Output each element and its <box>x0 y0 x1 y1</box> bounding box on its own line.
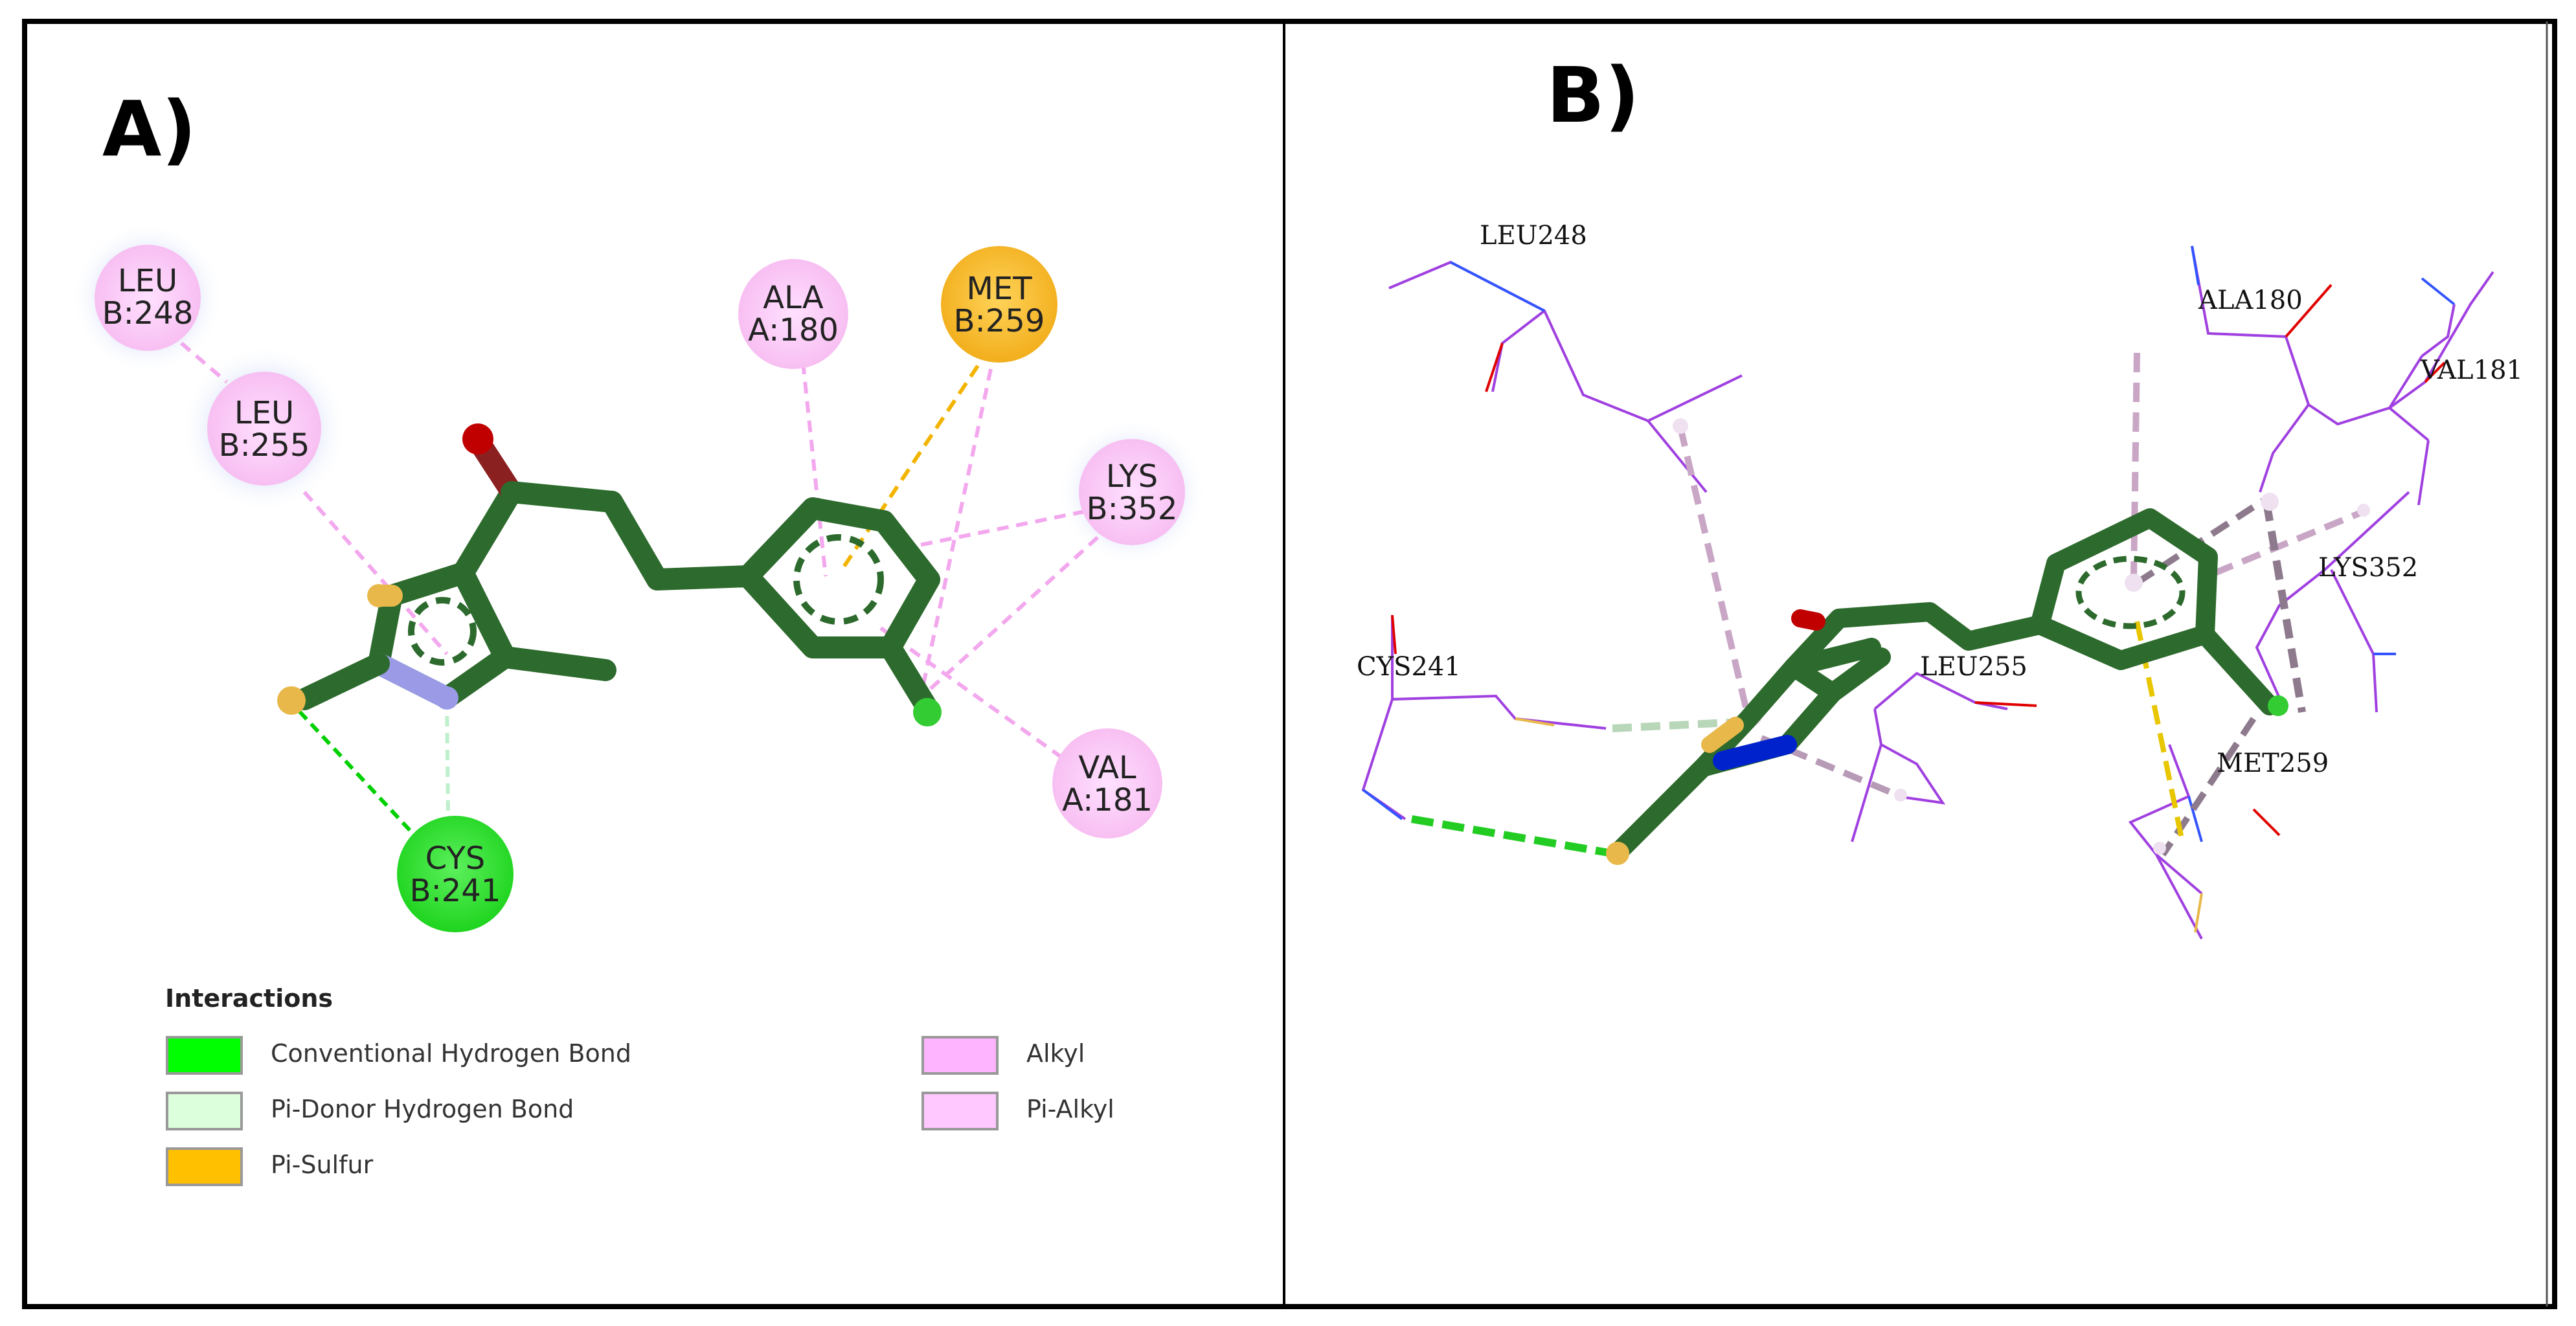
svg-text:Conventional Hydrogen Bond: Conventional Hydrogen Bond <box>271 1039 631 1068</box>
legend-item-pi-alkyl: Pi-Alkyl <box>921 1092 1114 1130</box>
svg-text:B:248: B:248 <box>102 295 194 332</box>
alkyl-met259 <box>918 368 993 703</box>
svg-text:Pi-Donor Hydrogen Bond: Pi-Donor Hydrogen Bond <box>271 1095 574 1123</box>
label-leu248: LEU248 <box>1480 221 1587 251</box>
residue-wireframes <box>1361 245 2494 939</box>
residue-leu255: LEU B:255 <box>207 372 321 486</box>
svg-text:LYS: LYS <box>1106 458 1158 495</box>
label-lys352: LYS352 <box>2318 553 2418 583</box>
svg-text:Pi-Sulfur: Pi-Sulfur <box>271 1151 374 1179</box>
svg-text:B:259: B:259 <box>954 303 1045 339</box>
interaction-lines <box>180 341 1100 837</box>
residue-lys352: LYS B:352 <box>1079 439 1185 545</box>
ligand-3d-chlorine <box>2268 695 2288 716</box>
panel-b: B) <box>1357 51 2523 939</box>
legend: Interactions Conventional Hydrogen Bond … <box>165 984 1114 1186</box>
label-met259: MET259 <box>2217 748 2329 778</box>
interaction-lines-3d <box>1410 352 2365 857</box>
label-val181: VAL181 <box>2420 355 2523 385</box>
legend-item-pi-sulfur: Pi-Sulfur <box>166 1147 374 1186</box>
residue-cys241: CYS B:241 <box>397 816 514 932</box>
svg-text:MET: MET <box>966 271 1032 307</box>
svg-text:B:255: B:255 <box>219 427 310 464</box>
legend-title: Interactions <box>165 984 333 1013</box>
label-leu255: LEU255 <box>1920 652 2028 682</box>
svg-text:B:241: B:241 <box>410 873 501 909</box>
residue-val181: VAL A:181 <box>1052 728 1162 838</box>
centroid-spheres <box>1673 418 2370 855</box>
svg-text:VAL: VAL <box>1078 750 1136 786</box>
legend-item-alkyl: Alkyl <box>921 1036 1085 1075</box>
ring-aromatic-dash-thiazole <box>408 597 477 666</box>
nitrogen-atom <box>435 686 458 710</box>
ligand-3d-aromatic-dash <box>2075 556 2186 629</box>
svg-text:LEU: LEU <box>234 395 294 431</box>
ligand-3d-nitrogen <box>1713 735 1797 770</box>
svg-text:CYS: CYS <box>425 840 485 877</box>
alkyl-lys352a <box>893 510 1085 552</box>
sulfur-ring-atom <box>367 584 390 607</box>
legend-item-pi-donor-hbond: Pi-Donor Hydrogen Bond <box>166 1092 574 1130</box>
ring-aromatic-dash-benzene <box>793 534 884 625</box>
chlorine-atom <box>913 698 942 726</box>
ligand-3d-ring-sulfur <box>1701 717 1744 753</box>
figure-frame <box>22 19 2557 1309</box>
ligand-2d <box>293 429 940 717</box>
alkyl-leu248 <box>180 341 228 384</box>
ligand-3d-terminal-sulfur <box>1606 842 1629 865</box>
label-ala180: ALA180 <box>2198 286 2303 315</box>
sulfur-atom <box>277 686 306 715</box>
hbond-cys241 <box>286 697 416 837</box>
panel-a: A) <box>71 84 1206 1186</box>
svg-text:B:352: B:352 <box>1087 491 1178 527</box>
pi-donor-cys241 <box>445 699 450 816</box>
legend-item-conventional-hbond: Conventional Hydrogen Bond <box>166 1036 631 1075</box>
alkyl-leu255 <box>302 491 449 655</box>
svg-text:Alkyl: Alkyl <box>1026 1039 1085 1068</box>
ligand-3d-oxygen <box>1791 609 1825 631</box>
oxygen-atom <box>462 423 493 455</box>
residue-ala180: ALA A:180 <box>738 259 848 369</box>
svg-text:ALA: ALA <box>763 280 824 316</box>
svg-text:A:181: A:181 <box>1062 782 1153 818</box>
residue-labels-3d: LEU248 ALA180 VAL181 LYS352 CYS241 LEU25… <box>1357 221 2523 778</box>
panel-b-label: B) <box>1546 51 1640 140</box>
alkyl-ala180 <box>801 362 828 577</box>
svg-text:A:180: A:180 <box>748 312 839 348</box>
label-cys241: CYS241 <box>1357 652 1461 682</box>
svg-text:Pi-Alkyl: Pi-Alkyl <box>1026 1095 1114 1123</box>
alkyl-val181 <box>879 626 1063 759</box>
svg-text:LEU: LEU <box>118 263 177 299</box>
residue-leu248: LEU B:248 <box>95 245 201 351</box>
residue-met259: MET B:259 <box>941 246 1057 363</box>
panel-a-label: A) <box>102 84 196 174</box>
